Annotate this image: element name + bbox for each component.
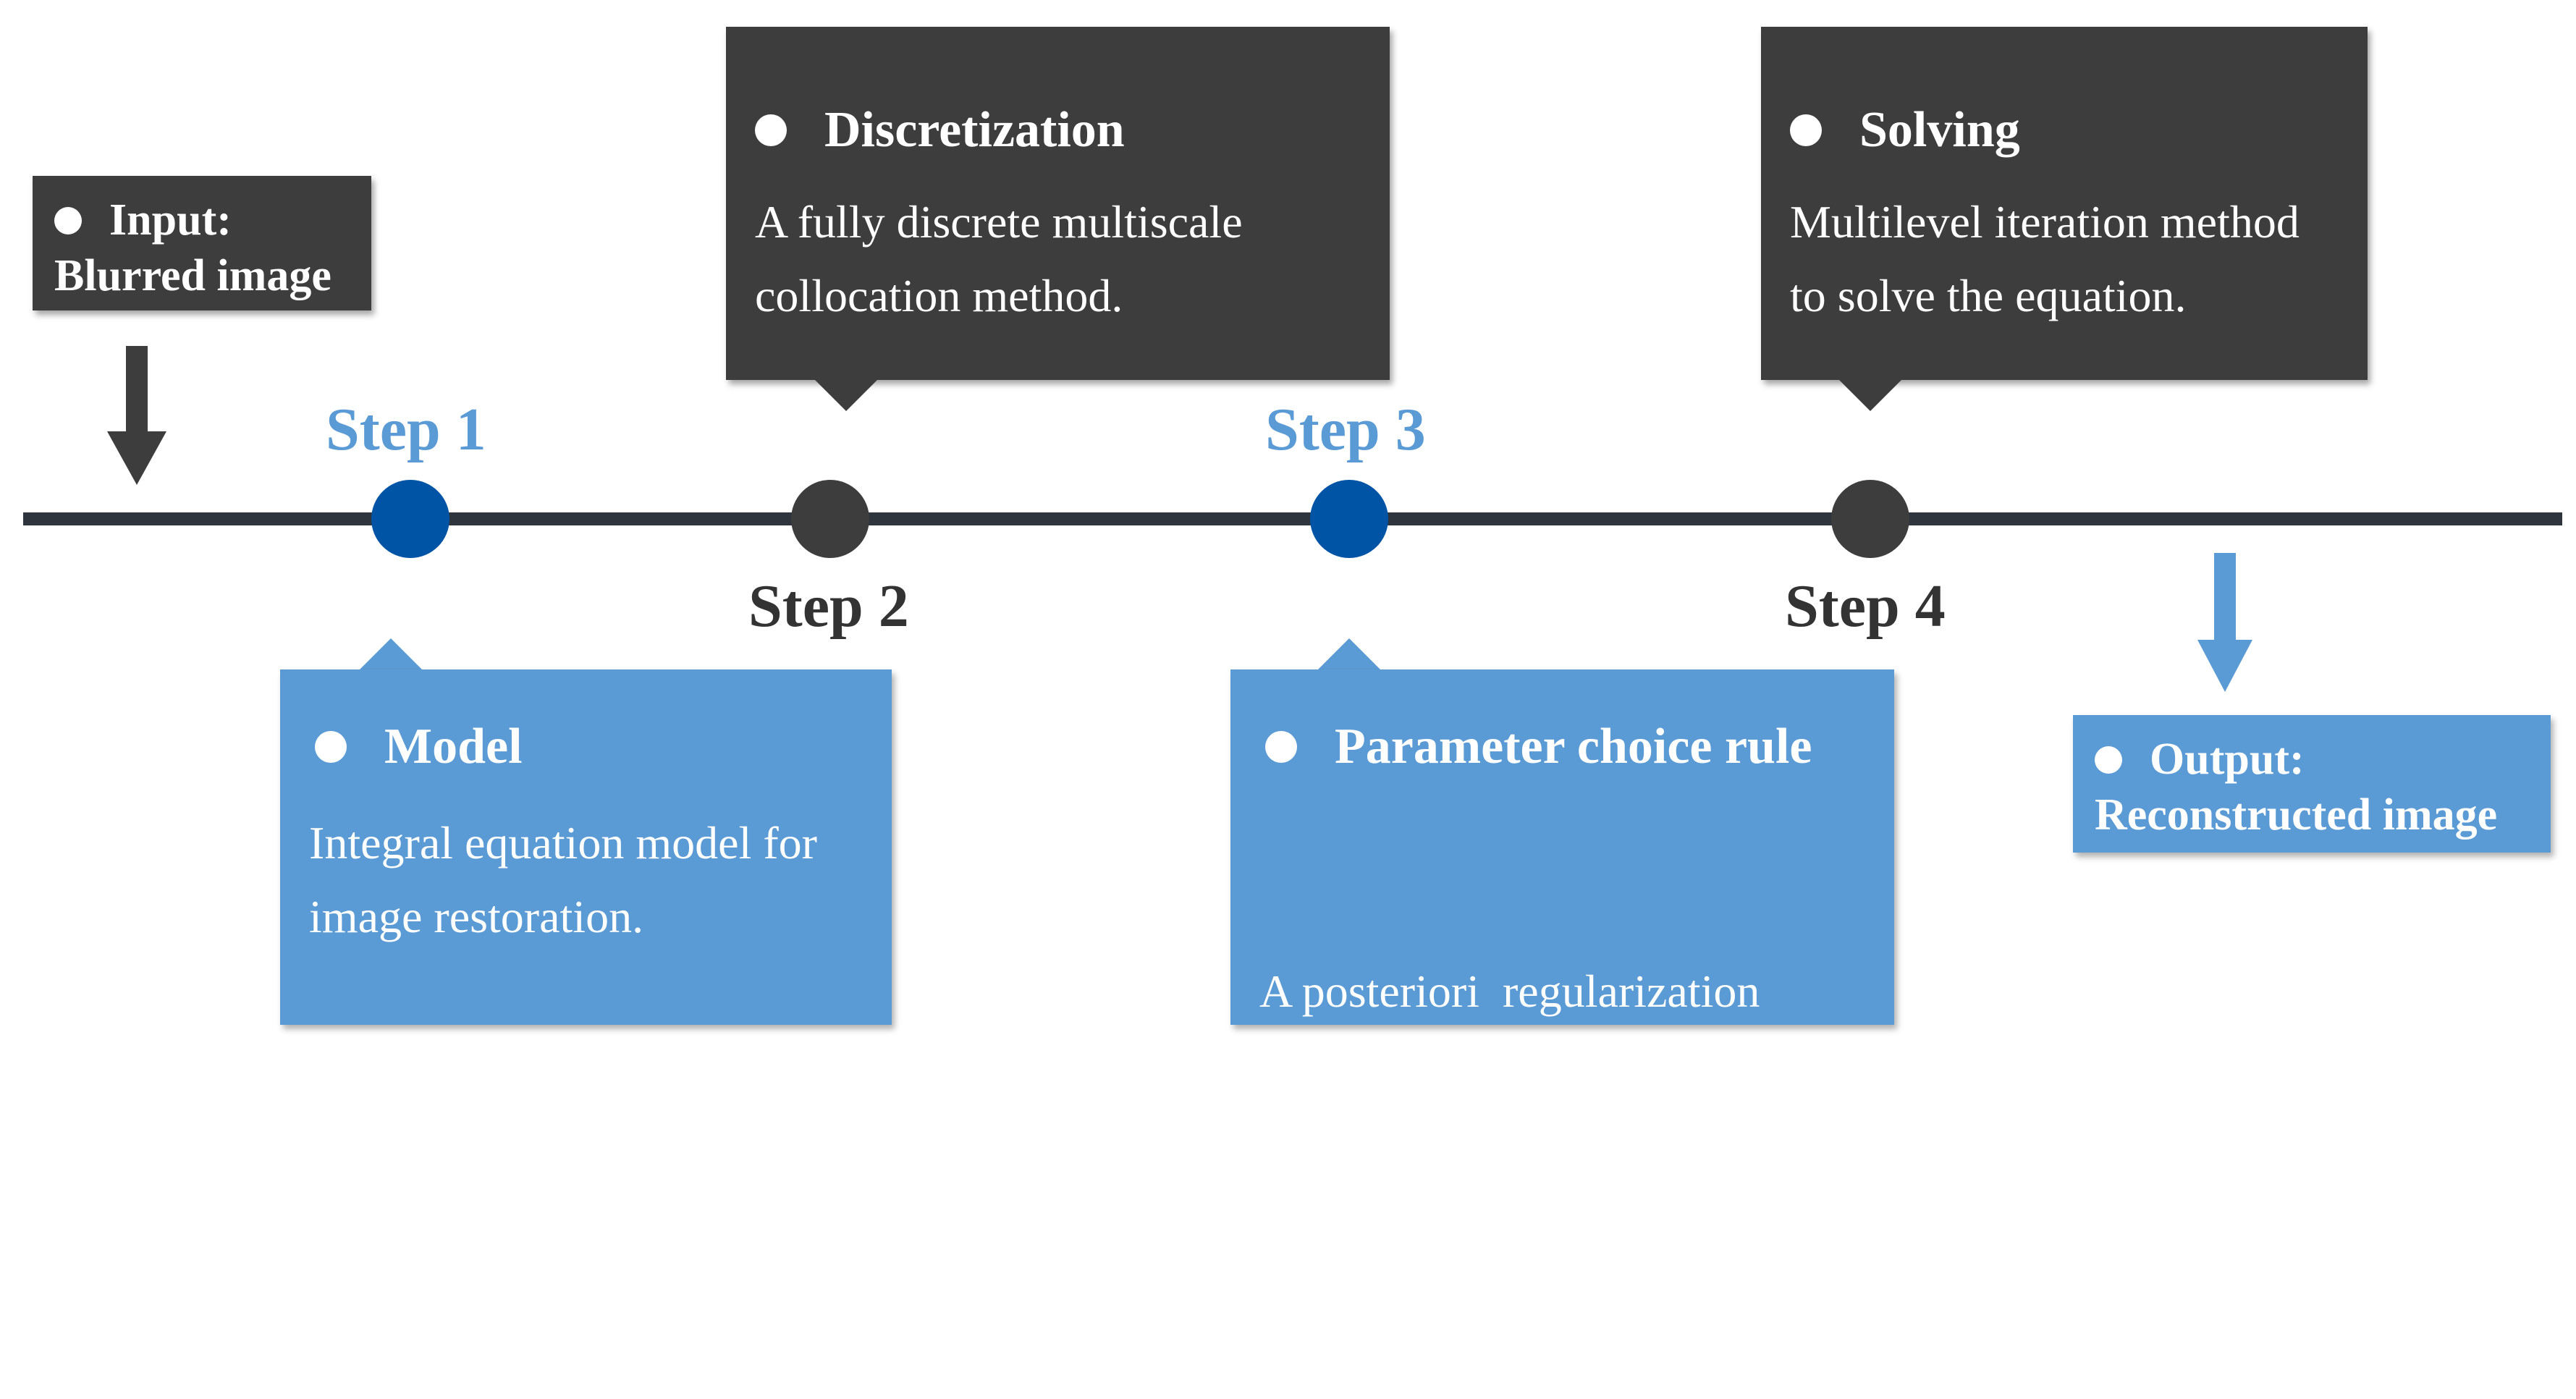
step1-node [371, 480, 449, 558]
step2-label: Step 2 [748, 572, 909, 640]
bullet-icon [755, 114, 787, 146]
solving-title: Solving [1859, 102, 2020, 158]
output-label: Output: [2150, 735, 2305, 784]
bullet-icon [2095, 745, 2122, 774]
bullet-icon [315, 730, 347, 763]
timeline-axis [23, 512, 2562, 525]
discretization-box: Discretization A fully discrete multisca… [726, 27, 1390, 380]
parameter-pointer [1317, 638, 1381, 670]
parameter-box: Parameter choice rule A posteriori regul… [1230, 669, 1894, 1239]
input-arrow-icon [107, 346, 166, 485]
step3-label: Step 3 [1265, 396, 1426, 463]
bullet-icon [1265, 730, 1297, 763]
solving-text: Multilevel iteration method to solve the… [1790, 196, 2300, 322]
step3-node [1310, 480, 1388, 558]
discretization-text: A fully discrete multiscale collocation … [755, 196, 1243, 322]
bullet-icon [54, 206, 82, 234]
output-description: Reconstructed image [2095, 790, 2498, 840]
model-title: Model [384, 719, 523, 774]
discretization-pointer [814, 379, 878, 411]
step1-label: Step 1 [326, 396, 486, 463]
step4-node [1831, 480, 1909, 558]
input-label: Input: [109, 195, 232, 245]
model-text: Integral equation model for image restor… [309, 817, 817, 943]
input-description: Blurred image [54, 251, 331, 301]
model-box: Model Integral equation model for image … [280, 669, 892, 1025]
parameter-text: A posteriori regularization parameter ch… [1259, 965, 1760, 1239]
model-pointer [359, 638, 423, 670]
step4-label: Step 4 [1785, 572, 1946, 640]
discretization-title: Discretization [824, 102, 1125, 158]
output-arrow-icon [2197, 553, 2252, 692]
parameter-title: Parameter choice rule [1335, 719, 1812, 774]
bullet-icon [1790, 114, 1822, 146]
solving-pointer [1838, 379, 1902, 411]
output-box: Output: Reconstructed image [2073, 715, 2551, 853]
input-box: Input: Blurred image [33, 176, 371, 310]
step2-node [791, 480, 869, 558]
solving-box: Solving Multilevel iteration method to s… [1761, 27, 2368, 380]
